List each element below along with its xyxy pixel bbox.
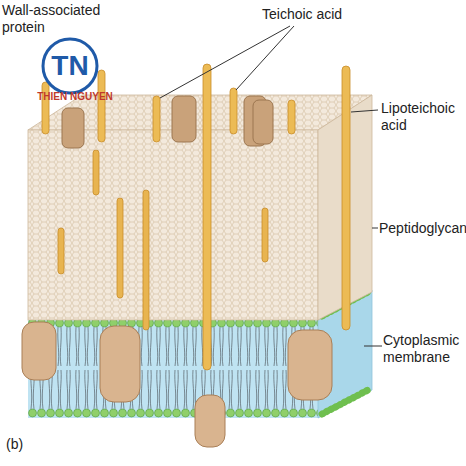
- wall-proteins: [62, 96, 273, 148]
- embedded-rods: [58, 150, 268, 330]
- lipid-bilayer: [28, 318, 318, 418]
- leader-lines: [160, 26, 382, 346]
- lipoteichoic-rods: [203, 64, 350, 370]
- panel-letter: (b): [6, 436, 46, 453]
- peptidoglycan-front: [28, 130, 318, 320]
- watermark-text: THIEN NGUYEN: [20, 88, 130, 105]
- part-label: Cytoplasmic membrane: [383, 332, 463, 366]
- logo-ring: [43, 39, 97, 93]
- part-label: Teichoic acid: [262, 6, 382, 23]
- part-label: Lipoteichoic acid: [381, 100, 463, 134]
- membrane-proteins: [22, 322, 332, 447]
- part-label: Peptidoglycan: [379, 220, 463, 237]
- part-label: Wall-associated protein: [2, 2, 120, 36]
- watermark-logo: TN: [46, 50, 94, 82]
